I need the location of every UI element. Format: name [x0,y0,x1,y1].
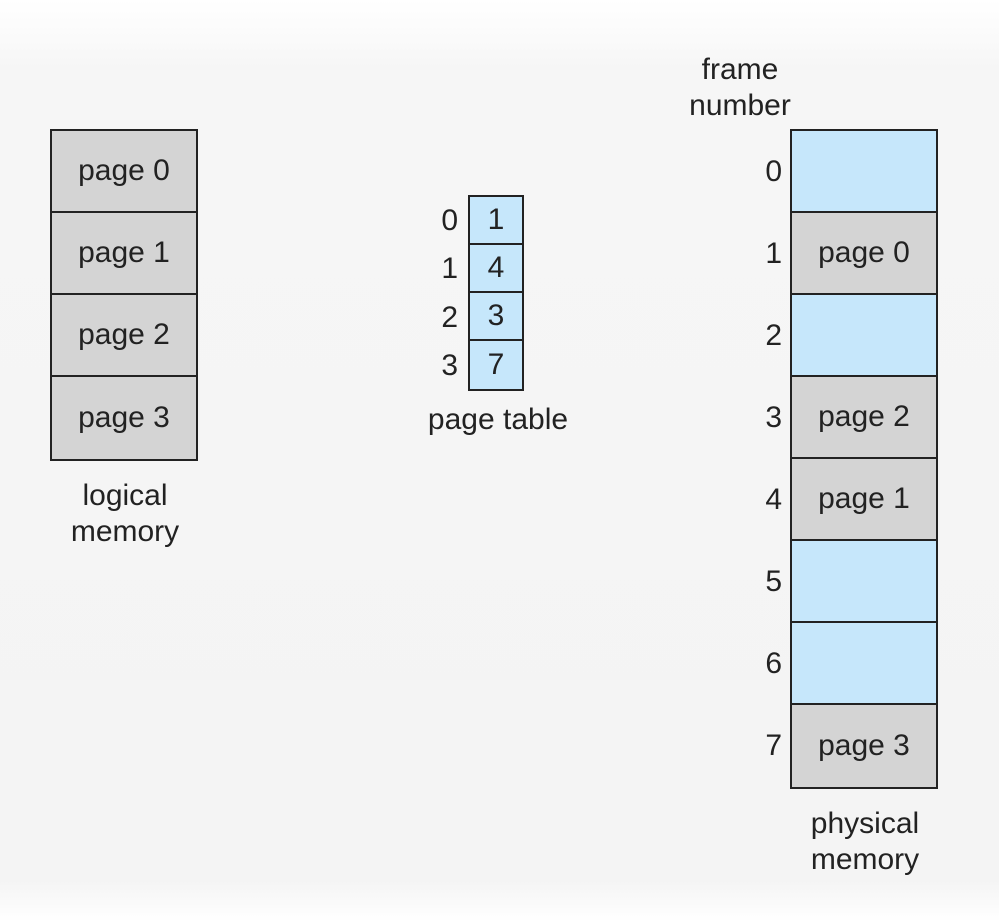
frame-number-0: 0 [765,155,782,188]
physical-frame-0 [792,131,936,213]
logical-memory-label: logical memory [50,478,200,550]
page-table-entry-3: 7 [470,341,522,389]
page-table-index-3: 3 [441,349,458,382]
physical-frame-6 [792,623,936,705]
logical-page-3: page 3 [52,377,196,459]
logical-memory-label-line1: logical [82,479,168,512]
frame-number-header-line1: frame [701,53,779,86]
physical-memory-label: physical memory [790,806,940,878]
physical-frame-5 [792,541,936,623]
frame-number-header-line2: number [689,89,791,122]
physical-memory-block: page 0 page 2 page 1 page 3 [790,129,938,789]
physical-memory-label-line1: physical [810,807,920,840]
frame-number-4: 4 [765,483,782,516]
page-table: 1 4 3 7 [468,195,524,391]
logical-memory-label-line2: memory [70,515,180,548]
physical-frame-1: page 0 [792,213,936,295]
page-table-label: page table [427,403,569,436]
page-table-entry-1: 4 [470,245,522,293]
logical-page-0: page 0 [52,131,196,213]
physical-frame-7: page 3 [792,705,936,787]
physical-frame-2 [792,295,936,377]
physical-memory-label-line2: memory [810,843,920,876]
frame-number-2: 2 [765,319,782,352]
frame-number-7: 7 [765,729,782,762]
logical-memory-block: page 0 page 1 page 2 page 3 [50,129,198,461]
page-table-index-0: 0 [441,204,458,237]
frame-number-6: 6 [765,647,782,680]
frame-number-1: 1 [765,237,782,270]
logical-page-1: page 1 [52,213,196,295]
physical-frame-3: page 2 [792,377,936,459]
page-table-index-2: 2 [441,301,458,334]
physical-frame-4: page 1 [792,459,936,541]
page-table-index-1: 1 [441,252,458,285]
page-table-entry-2: 3 [470,293,522,341]
frame-number-5: 5 [765,565,782,598]
logical-page-2: page 2 [52,295,196,377]
frame-number-header: frame number [660,52,820,124]
frame-number-3: 3 [765,401,782,434]
page-table-entry-0: 1 [470,197,522,245]
